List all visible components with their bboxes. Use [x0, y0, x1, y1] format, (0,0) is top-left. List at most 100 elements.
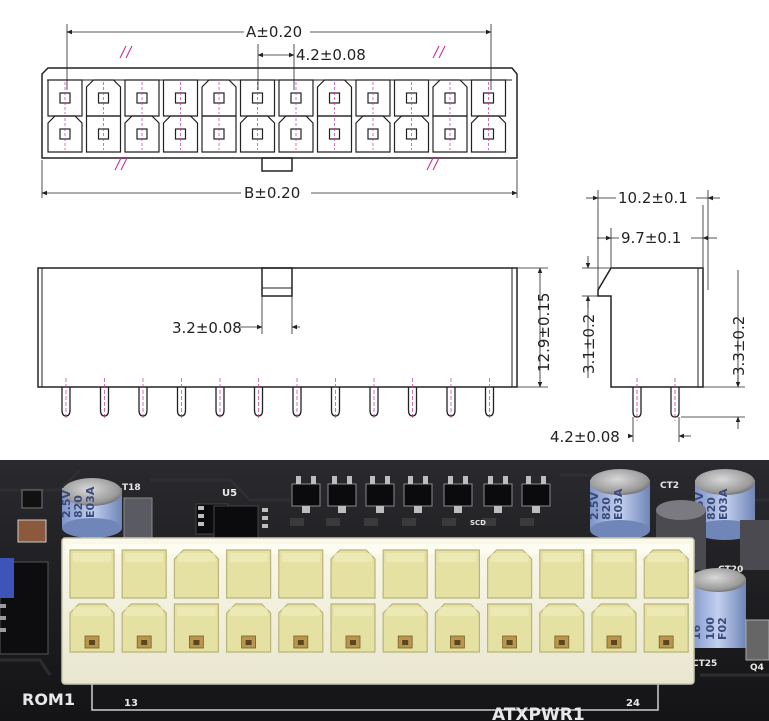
front-pin: [176, 378, 187, 420]
svg-text:E03A: E03A: [612, 488, 625, 520]
front-view-latch: [261, 267, 293, 297]
svg-text:F02: F02: [716, 617, 729, 640]
top-cavity: [239, 79, 276, 117]
dim-a-label: A±0.20: [246, 23, 302, 41]
connector-cavity: [278, 603, 324, 653]
svg-text:CT25: CT25: [692, 659, 717, 669]
dim-latch-offset-label: 3.2±0.08: [172, 319, 242, 337]
svg-text:2.5V: 2.5V: [60, 490, 73, 518]
connector-cavity: [226, 549, 272, 599]
connector-cavity: [278, 549, 324, 599]
connector-cavity: [121, 549, 167, 599]
top-cavity: [239, 115, 276, 153]
dim-pitch-label: 4.2±0.08: [296, 46, 366, 64]
connector-cavity: [69, 603, 115, 653]
top-cavity: [124, 115, 160, 153]
connector-cavity: [539, 603, 585, 653]
top-view-latch: [261, 157, 293, 172]
connector-cavity: [330, 549, 376, 599]
top-cavity: [432, 79, 468, 117]
top-view-housing: [41, 67, 518, 159]
front-view: 3.2±0.08 12.9±0.15: [37, 267, 553, 420]
dim-side-pin-pitch-label: 4.2±0.08: [550, 428, 620, 446]
svg-text:2.5V: 2.5V: [588, 492, 601, 520]
connector-cavity: [173, 549, 219, 599]
front-pin: [369, 378, 379, 420]
smd-transistor: [290, 476, 321, 526]
dim-height-label: 12.9±0.15: [535, 293, 553, 372]
connector-cavity: [539, 549, 585, 599]
dim-side-step-label: 3.1±0.2: [580, 314, 598, 374]
side-view-housing: [597, 267, 704, 388]
top-cavity: [278, 115, 314, 153]
board-photo: ROM1 2.5V 820 E03A T18 U5 SCD 2.5V 820 E…: [0, 460, 769, 721]
front-pin: [407, 378, 418, 420]
dim-b-label: B±0.20: [244, 184, 300, 202]
top-cavity: [470, 115, 507, 153]
connector-cavity: [382, 603, 428, 653]
dim-side-inner-label: 9.7±0.1: [621, 229, 681, 247]
top-cavity: [470, 79, 507, 117]
top-cavity: [355, 79, 391, 117]
connector-cavity: [121, 603, 167, 653]
top-cavity: [47, 79, 83, 117]
svg-text:CT2: CT2: [660, 481, 679, 491]
top-cavity: [201, 115, 237, 153]
front-pin: [215, 378, 225, 420]
svg-text:100: 100: [704, 617, 717, 640]
rom-label: ROM1: [22, 690, 75, 709]
svg-text:820: 820: [72, 495, 85, 518]
top-cavity: [85, 79, 122, 117]
top-cavity: [316, 79, 353, 117]
top-cavity: [124, 79, 160, 117]
side-view-pins: [632, 378, 680, 421]
connector-cavity: [226, 603, 272, 653]
front-pin: [446, 378, 456, 420]
pin-24-label: 24: [626, 698, 640, 709]
front-pin: [99, 378, 110, 420]
connector-cavity: [487, 549, 533, 599]
top-cavity: [316, 115, 353, 153]
smd-transistor: [364, 476, 395, 526]
connector-cavity: [382, 549, 428, 599]
smd-transistor: [402, 476, 433, 526]
top-cavity: [47, 115, 83, 153]
smd-transistor: [442, 476, 473, 526]
front-pin: [138, 378, 148, 420]
connector-cavity: [434, 549, 480, 599]
svg-text:820: 820: [600, 497, 613, 520]
pin-13-label: 13: [124, 698, 138, 709]
connector-cavity: [643, 549, 689, 599]
front-view-housing: [37, 267, 518, 388]
atxpwr-label: ATXPWR1: [492, 705, 585, 721]
connector-cavity: [643, 603, 689, 653]
dim-side-pin-length-label: 3.3±0.2: [730, 316, 748, 376]
front-pin: [484, 378, 495, 420]
top-cavity: [85, 115, 122, 153]
connector-cavity: [591, 603, 637, 653]
svg-text:T18: T18: [122, 483, 141, 493]
top-cavity: [278, 79, 314, 117]
svg-text:820: 820: [705, 497, 718, 520]
dim-side-outer-label: 10.2±0.1: [618, 189, 688, 207]
connector-cavity: [69, 549, 115, 599]
top-cavity: [162, 79, 199, 117]
side-view: 10.2±0.1 9.7±0.1 3.1±0.2 3.3±0.2 4.2±0.0…: [548, 188, 748, 446]
svg-text:Q4: Q4: [750, 663, 764, 673]
technical-drawing: A±0.20 4.2±0.08 B±0.20 3.2±0.08 12.9±0.1…: [37, 22, 748, 446]
front-pin: [292, 378, 302, 420]
smd-transistor-row: [290, 476, 551, 526]
capacitor-left: 2.5V 820 E03A: [60, 478, 122, 538]
connector-cavity: [487, 603, 533, 653]
top-cavity: [355, 115, 391, 153]
capacitor-center-right: 2.5V 820 E03A: [588, 469, 650, 540]
capacitor-bottom-right: 16 100 F02: [690, 568, 746, 648]
break-marks-left: [114, 45, 133, 171]
u5-label: U5: [222, 488, 237, 499]
front-pin: [61, 378, 71, 420]
top-cavity: [201, 79, 237, 117]
svg-text:SCD: SCD: [470, 519, 486, 527]
connector-cavity: [591, 549, 637, 599]
connector-cavity: [330, 603, 376, 653]
connector-cavity: [434, 603, 480, 653]
